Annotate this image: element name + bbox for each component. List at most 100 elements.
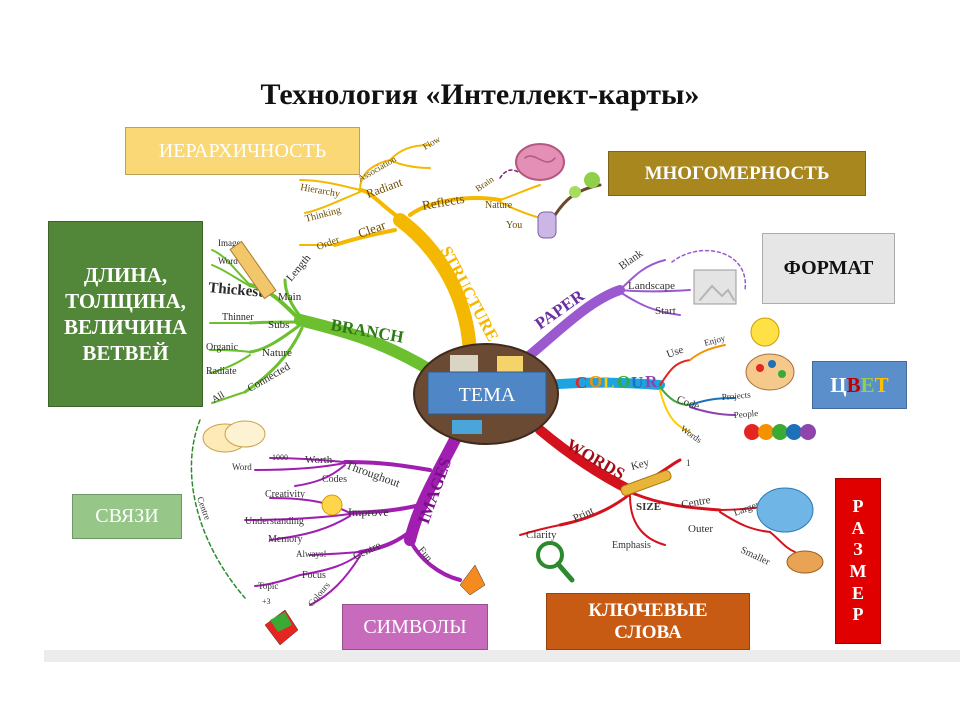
images-word-memory: Memory bbox=[268, 534, 302, 545]
branch-word-radiate: Radiate bbox=[206, 366, 237, 377]
structure-twig-hierarchy bbox=[299, 179, 361, 191]
words-word-smaller: Smaller bbox=[739, 545, 772, 568]
people-icon bbox=[786, 424, 802, 440]
colour-twig-projects bbox=[689, 397, 736, 406]
centre-topic-box bbox=[427, 371, 547, 415]
colour-branch-letter: O bbox=[589, 372, 602, 391]
colour-twig-people bbox=[689, 406, 736, 416]
words-word-key: Key bbox=[630, 456, 651, 472]
images-word-word: Word bbox=[232, 462, 252, 472]
branch-sub-connected bbox=[243, 326, 304, 394]
palette-paint-green bbox=[778, 370, 786, 378]
images-word-topic: Topic bbox=[258, 581, 278, 591]
structure-twig-brain bbox=[389, 159, 431, 169]
people-icon bbox=[758, 424, 774, 440]
branch-word-image: Image bbox=[218, 238, 241, 248]
links-dashed-arc bbox=[190, 419, 246, 599]
colour-branch-trunk bbox=[543, 377, 665, 390]
paper-twig-landscape bbox=[619, 289, 691, 293]
branch-word-length: Length bbox=[284, 252, 314, 284]
concept-symbols: СИМВОЛЫ bbox=[342, 604, 488, 650]
images-word-1000: 1000 bbox=[272, 453, 288, 462]
branch-word-thickest: Thickest bbox=[208, 280, 264, 301]
concept-format-label: ФОРМАТ bbox=[783, 257, 874, 279]
concept-color-letter-1: Ц bbox=[830, 372, 847, 397]
paper-dashed-link bbox=[671, 249, 746, 291]
words-word-centre: Centre bbox=[680, 494, 711, 511]
concept-multidimensionality-label: МНОГОМЕРНОСТЬ bbox=[644, 162, 830, 184]
centre-desk-paper bbox=[450, 355, 478, 373]
centre-desk-book bbox=[452, 420, 482, 434]
lightbulb-icon bbox=[321, 494, 343, 516]
paper-branch-trunk bbox=[525, 285, 625, 360]
structure-sub-clear bbox=[333, 228, 397, 247]
branch-word-main: Main bbox=[278, 291, 302, 303]
words-sub-size bbox=[628, 490, 722, 512]
images-twig-focus bbox=[299, 553, 361, 576]
concept-symbols-label: СИМВОЛЫ bbox=[363, 615, 467, 638]
paper-twig-blank bbox=[619, 259, 666, 291]
colour-word-words: Words bbox=[679, 423, 704, 445]
branch-twig-radiate bbox=[209, 354, 251, 374]
concept-keywords-label: КЛЮЧЕВЫЕ СЛОВА bbox=[588, 599, 708, 643]
structure-word-flow: Flow bbox=[421, 134, 442, 152]
branch-twig-word bbox=[211, 264, 251, 287]
whale-icon bbox=[756, 487, 814, 533]
images-sub-throughout bbox=[343, 460, 432, 472]
words-word-clarity: Clarity bbox=[526, 529, 557, 541]
images-twig-worth bbox=[269, 457, 346, 463]
concept-multidimensionality: МНОГОМЕРНОСТЬ bbox=[608, 151, 866, 196]
words-branch-trunk bbox=[535, 425, 635, 495]
concept-links-label: СВЯЗИ bbox=[95, 505, 159, 527]
concept-branch-size: ДЛИНА, ТОЛЩИНА, ВЕЛИЧИНА ВЕТВЕЙ bbox=[48, 221, 203, 407]
colour-word-people: People bbox=[733, 408, 758, 420]
structure-word-clear: Clear bbox=[356, 217, 388, 241]
concept-size-letter-5: Е bbox=[851, 582, 864, 603]
branch-word-word: Word bbox=[218, 256, 238, 266]
concept-format: ФОРМАТ bbox=[762, 233, 895, 304]
branch-twig-organic bbox=[209, 349, 251, 353]
structure-sub-reflects bbox=[408, 196, 502, 217]
images-twig-topic bbox=[254, 574, 301, 587]
colour-branch-letter: R bbox=[645, 372, 658, 391]
colour-branch-letter: L bbox=[603, 373, 614, 392]
concept-size-letter-6: Р bbox=[852, 604, 864, 625]
smiley-icon bbox=[750, 317, 780, 347]
images-sub-fun bbox=[408, 538, 462, 582]
images-twig-codes bbox=[294, 464, 346, 487]
ruler-icon bbox=[229, 240, 277, 300]
images-sub-centre bbox=[358, 528, 414, 554]
branch-twig-all bbox=[211, 391, 246, 404]
branch-word-organic: Organic bbox=[206, 342, 239, 353]
page-title: Технология «Интеллект-карты» bbox=[260, 78, 700, 111]
words-twig-outer bbox=[719, 511, 771, 533]
branch-word-nature: Nature bbox=[262, 347, 292, 359]
structure-word-brain: Brain bbox=[473, 174, 496, 194]
concept-color-letter-4: Т bbox=[874, 372, 889, 397]
branch-sub-subs bbox=[248, 320, 302, 325]
colour-word-use: Use bbox=[665, 344, 685, 361]
structure-twig-you bbox=[499, 201, 541, 219]
branch-word-connected: Connected bbox=[246, 360, 293, 394]
structure-dashed-link bbox=[499, 169, 519, 179]
images-sub-improve bbox=[348, 503, 422, 515]
concept-color-letter-3: Е bbox=[860, 372, 875, 397]
colour-word-code: Code bbox=[675, 394, 701, 413]
images-word-fun: Fun bbox=[416, 545, 434, 564]
words-twig-smaller bbox=[769, 531, 796, 553]
palette-paint-blue bbox=[768, 360, 776, 368]
concept-links: СВЯЗИ bbox=[72, 494, 182, 539]
palette-paint-red bbox=[756, 364, 764, 372]
branch-word-thinner: Thinner bbox=[222, 312, 254, 323]
colour-twig-enjoy bbox=[689, 344, 726, 361]
mouse-icon bbox=[786, 550, 824, 574]
images-word-worth: Worth bbox=[305, 454, 333, 466]
paper-word-landscape: Landscape bbox=[628, 280, 675, 292]
speech-bubble-icon bbox=[224, 420, 266, 448]
bottom-scroll-strip bbox=[44, 650, 960, 662]
words-sub-print bbox=[558, 492, 632, 527]
colour-twig-words bbox=[659, 389, 691, 433]
structure-word-you: You bbox=[506, 220, 522, 231]
branch-branch-trunk bbox=[294, 314, 436, 376]
